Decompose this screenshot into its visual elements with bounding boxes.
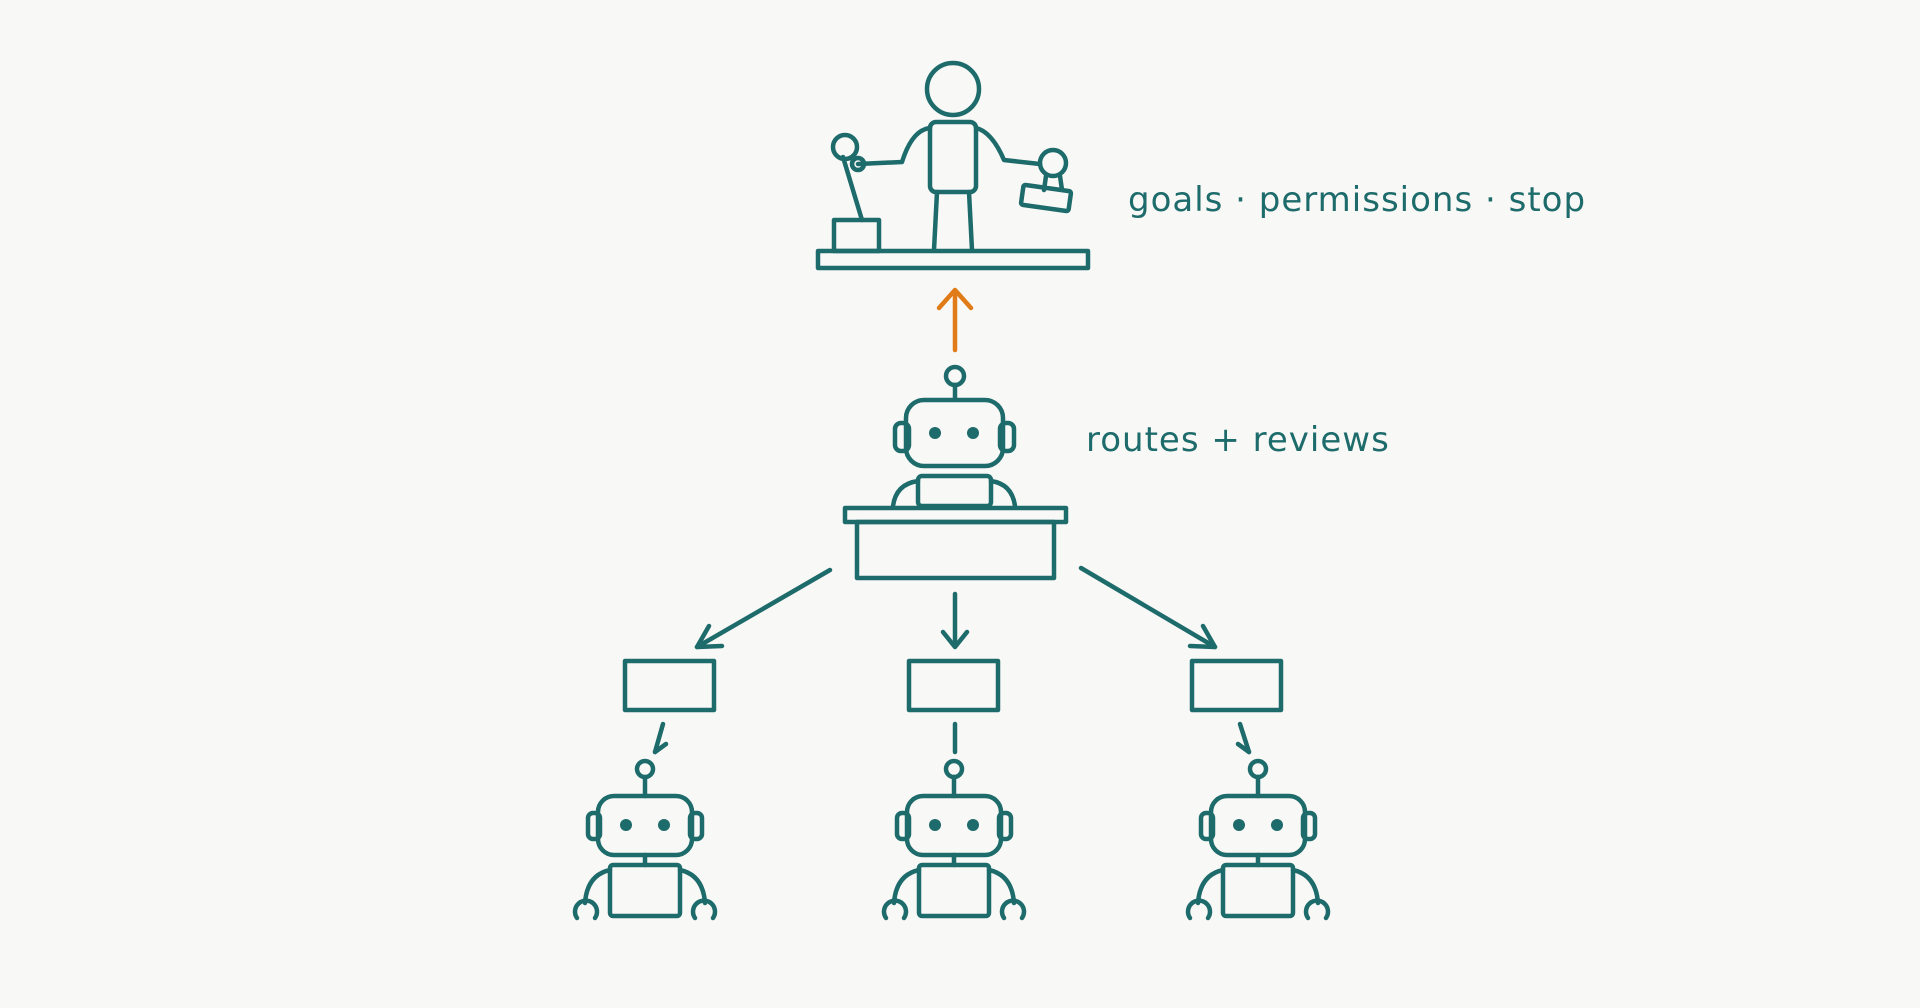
- worker-left-hand: [881, 898, 909, 921]
- person-torso: [927, 119, 979, 195]
- lever-knob: [830, 132, 860, 162]
- worker-antenna-ball: [634, 758, 656, 780]
- worker-head: [1208, 793, 1308, 858]
- worker-right-eye: [658, 819, 670, 831]
- manager-left-ear: [892, 420, 912, 454]
- task-card-right: [1189, 658, 1284, 713]
- escalation-arrow-icon: [936, 287, 974, 353]
- routing-arrows: [694, 565, 1218, 650]
- worker-left-arm: [1195, 867, 1226, 906]
- lever-stick: [840, 154, 865, 223]
- worker-body: [916, 862, 992, 919]
- manager-left-eye: [929, 427, 941, 439]
- manager-head: [903, 397, 1006, 469]
- lever-base: [831, 217, 882, 254]
- worker-right-hand: [1303, 898, 1331, 921]
- worker-left-hand: [1185, 898, 1213, 921]
- worker-right-arm: [677, 867, 708, 906]
- worker-robot-right-icon: [1185, 758, 1331, 921]
- approval-stamp-icon: [1018, 147, 1074, 214]
- manager-role-label: routes + reviews: [1086, 420, 1390, 460]
- person-right-arm: [973, 125, 1043, 167]
- worker-robot-left-icon: [572, 758, 718, 921]
- manager-antenna-ball: [943, 364, 967, 388]
- escalation-arrow-head: [936, 287, 974, 311]
- manager-right-ear: [997, 420, 1017, 454]
- route-arrow-left-shaft: [694, 567, 833, 650]
- worker-antenna-ball: [943, 758, 965, 780]
- person-legs: [931, 189, 975, 253]
- worker-connectors: [652, 721, 1252, 755]
- manager-right-eye: [967, 427, 979, 439]
- connector-right-head: [1235, 741, 1252, 755]
- person-head: [924, 60, 982, 118]
- lever-grip: [849, 155, 867, 173]
- route-arrow-right-shaft: [1078, 565, 1218, 650]
- worker-right-hand: [999, 898, 1027, 921]
- manager-right-arm: [988, 478, 1018, 509]
- worker-head: [595, 793, 695, 858]
- worker-left-eye: [620, 819, 632, 831]
- worker-antenna-ball: [1247, 758, 1269, 780]
- worker-right-arm: [986, 867, 1017, 906]
- connector-left-head: [652, 741, 669, 755]
- route-arrow-middle-head: [940, 629, 970, 650]
- stamp-handle: [1037, 147, 1069, 179]
- manager-robot-icon: [842, 364, 1069, 581]
- platform: [815, 248, 1091, 271]
- human-supervisor-icon: [815, 60, 1091, 271]
- person-left-arm: [855, 125, 933, 167]
- task-card-left: [622, 658, 717, 713]
- worker-body: [607, 862, 683, 919]
- connector-right-shaft: [1237, 721, 1252, 755]
- task-cards: [622, 658, 1284, 713]
- worker-right-eye: [967, 819, 979, 831]
- stamp-block: [1018, 182, 1074, 214]
- worker-left-arm: [891, 867, 922, 906]
- human-role-label: goals · permissions · stop: [1128, 180, 1587, 220]
- worker-left-hand: [572, 898, 600, 921]
- worker-right-arm: [1290, 867, 1321, 906]
- worker-right-hand: [690, 898, 718, 921]
- worker-left-eye: [929, 819, 941, 831]
- route-arrow-left-head: [694, 623, 725, 650]
- worker-head: [904, 793, 1004, 858]
- worker-left-eye: [1233, 819, 1245, 831]
- connector-left-shaft: [652, 721, 666, 755]
- manager-left-arm: [890, 478, 921, 509]
- worker-robot-middle-icon: [881, 758, 1027, 921]
- worker-left-arm: [582, 867, 613, 906]
- worker-right-eye: [1271, 819, 1283, 831]
- manager-body: [915, 473, 994, 509]
- task-card-middle: [906, 658, 1001, 713]
- stop-lever-icon: [830, 132, 882, 254]
- desk-front: [854, 519, 1057, 581]
- worker-body: [1220, 862, 1296, 919]
- route-arrow-right-head: [1187, 623, 1218, 650]
